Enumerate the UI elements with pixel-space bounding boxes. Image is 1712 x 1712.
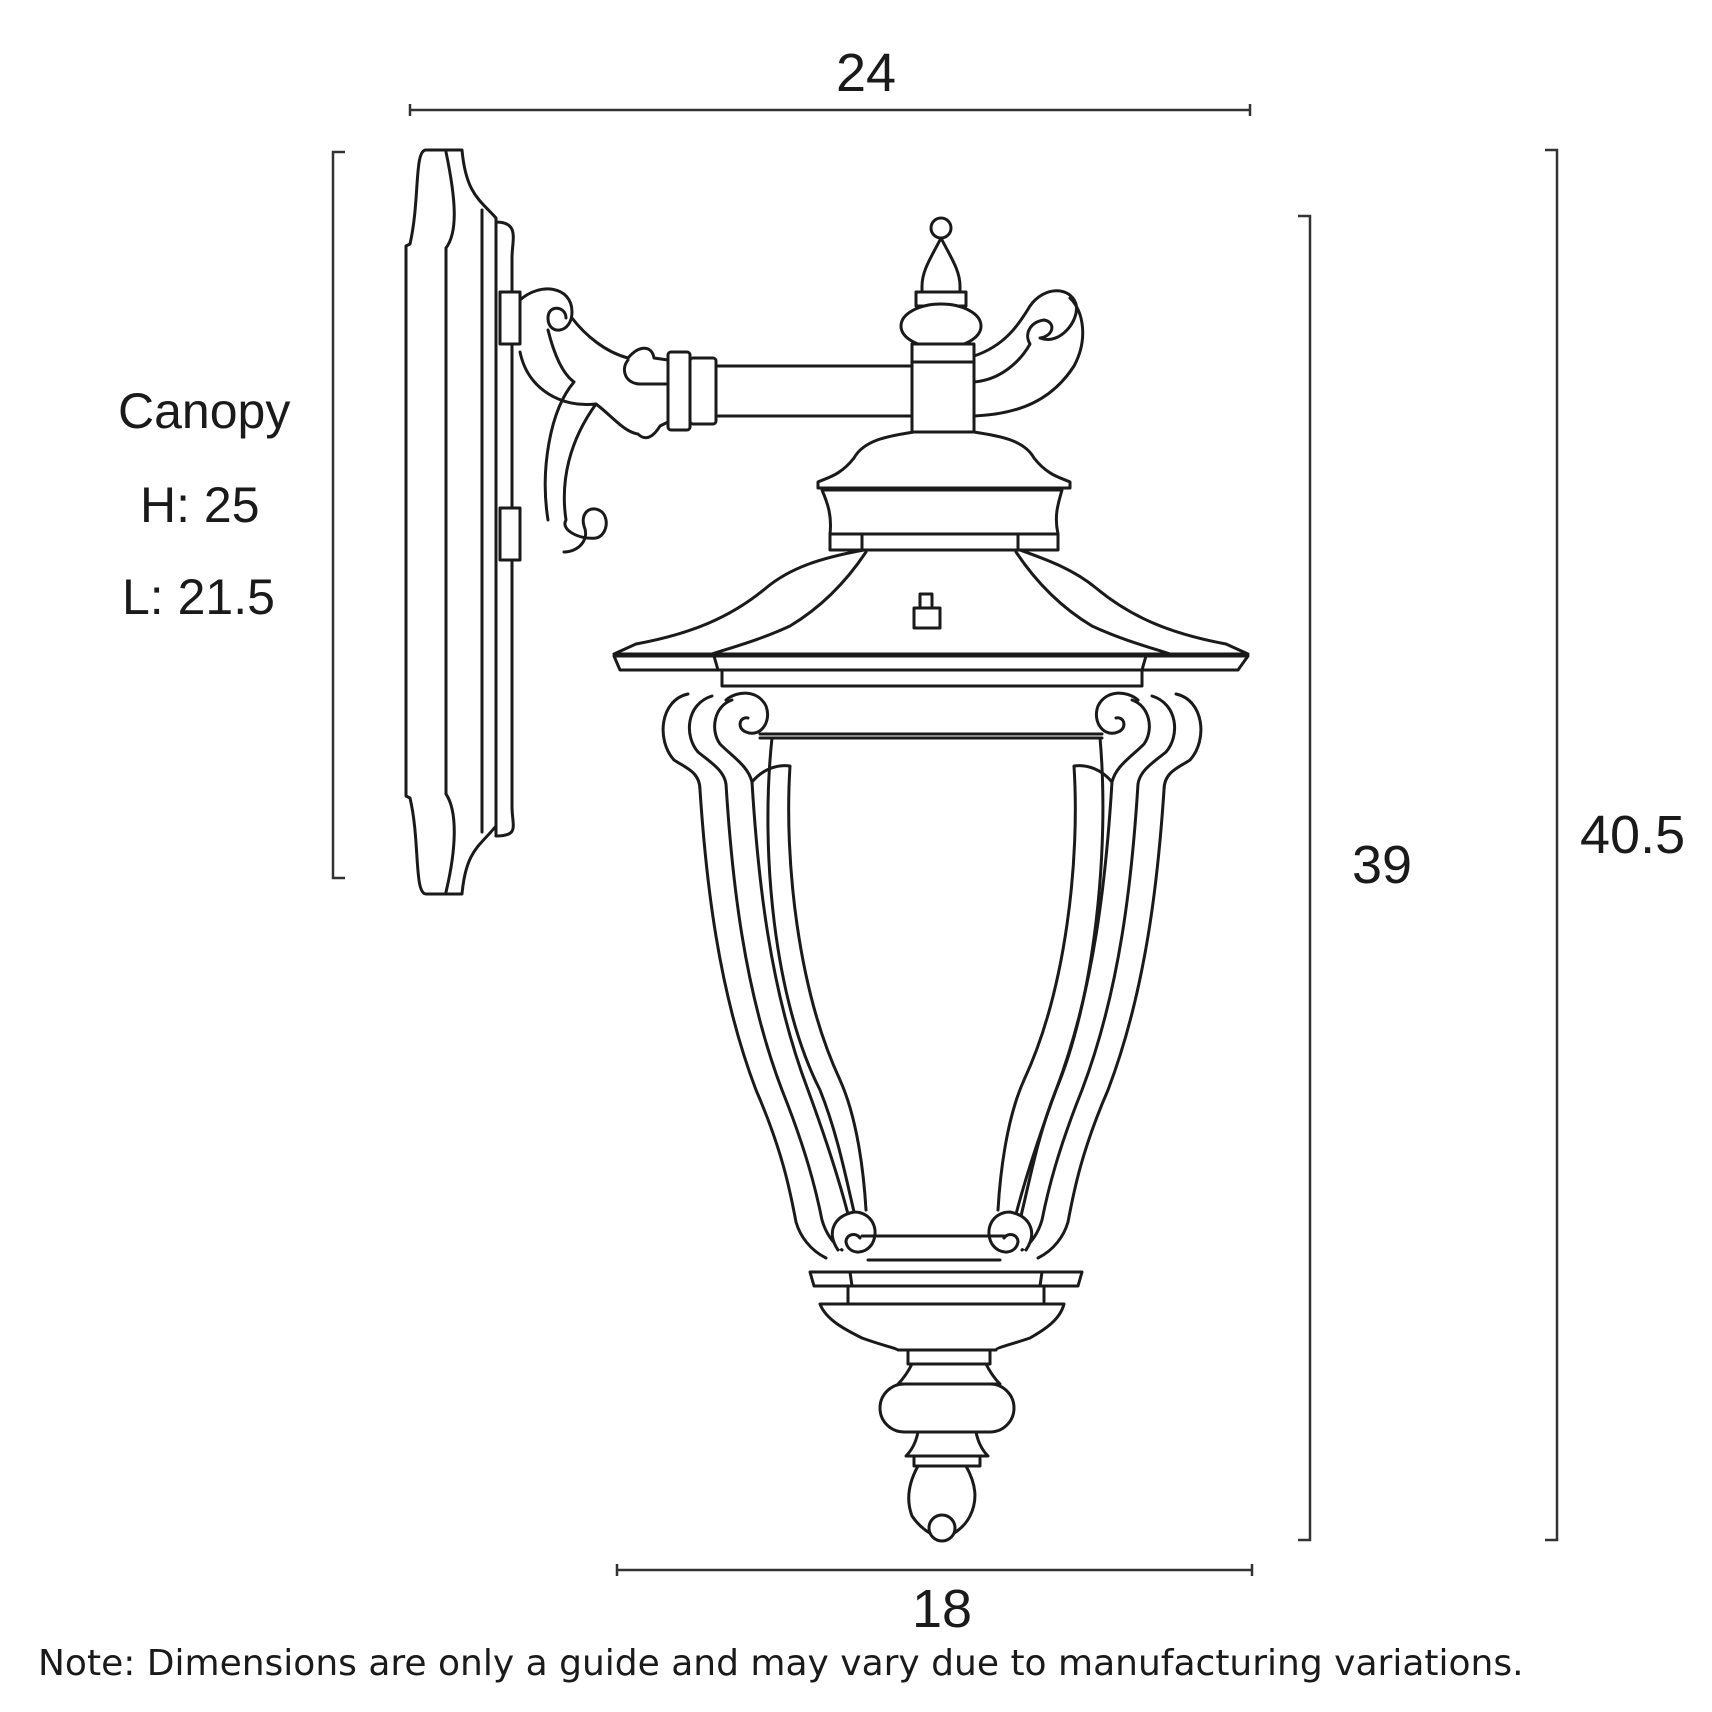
- base-band: [846, 1284, 1046, 1306]
- canopy-length-label: L: 21.5: [122, 569, 275, 625]
- base-tray: [808, 1270, 1084, 1288]
- main-roof: [612, 548, 1250, 688]
- width-18-dimension-line: [615, 1564, 1254, 1576]
- roof-lower-band: [720, 668, 1144, 688]
- backplate-front: [404, 148, 498, 896]
- canopy-height-label: H: 25: [140, 477, 260, 533]
- finial-ball: [929, 216, 953, 240]
- arm-collar-inner: [688, 356, 718, 426]
- roof-latch: [912, 606, 942, 630]
- top-finial: [899, 216, 1085, 434]
- height-39-label: 39: [1352, 835, 1413, 895]
- lantern-glass-left-edge: [766, 736, 860, 1230]
- bottom-finial: [808, 1270, 1084, 1543]
- width-24-label: 24: [836, 43, 897, 103]
- hanger-band: [910, 342, 976, 364]
- bracket-upper-scroll: [518, 287, 670, 362]
- mount-tab-upper: [498, 290, 522, 346]
- finial-spike: [920, 236, 962, 294]
- bottom-ball: [927, 1513, 957, 1543]
- dimensions-note: Note: Dimensions are only a guide and ma…: [38, 1643, 1524, 1684]
- base-neck: [906, 1348, 992, 1366]
- cap-base-band: [828, 532, 1060, 552]
- mount-tab-lower: [498, 506, 522, 562]
- hanger-scroll: [972, 289, 1085, 418]
- arm-collar-outer: [666, 350, 692, 432]
- top-cap: [816, 430, 1072, 552]
- dimension-lines: [331, 104, 1559, 1576]
- base-knob: [878, 1382, 1016, 1434]
- height-40-5-label: 40.5: [1580, 805, 1686, 865]
- canopy-title: Canopy: [118, 383, 291, 439]
- arm-tube: [714, 364, 914, 418]
- width-24-dimension-line: [408, 104, 1252, 116]
- support-arm: [666, 350, 914, 432]
- right-bottom-curl: [987, 1210, 1033, 1254]
- bracket-lower-scroll: [518, 350, 670, 554]
- left-scroll-outer: [661, 692, 828, 1260]
- canopy-height-dimension-line: [331, 150, 345, 880]
- height-39-dimension-line: [1298, 214, 1312, 1542]
- cap-dome: [816, 430, 1072, 490]
- right-scroll-outer: [1036, 692, 1203, 1260]
- decorative-bracket: [518, 287, 670, 554]
- lantern-body: [661, 691, 1203, 1262]
- cap-ring: [820, 488, 1064, 536]
- left-bottom-curl: [831, 1210, 877, 1254]
- base-bowl: [818, 1302, 1066, 1352]
- finial-knob: [899, 302, 983, 350]
- hanger-stem: [910, 360, 976, 434]
- roof-rim: [612, 654, 1250, 672]
- wall-backplate: [404, 148, 522, 896]
- height-40-5-dimension-line: [1545, 148, 1559, 1542]
- width-18-label: 18: [912, 1579, 973, 1639]
